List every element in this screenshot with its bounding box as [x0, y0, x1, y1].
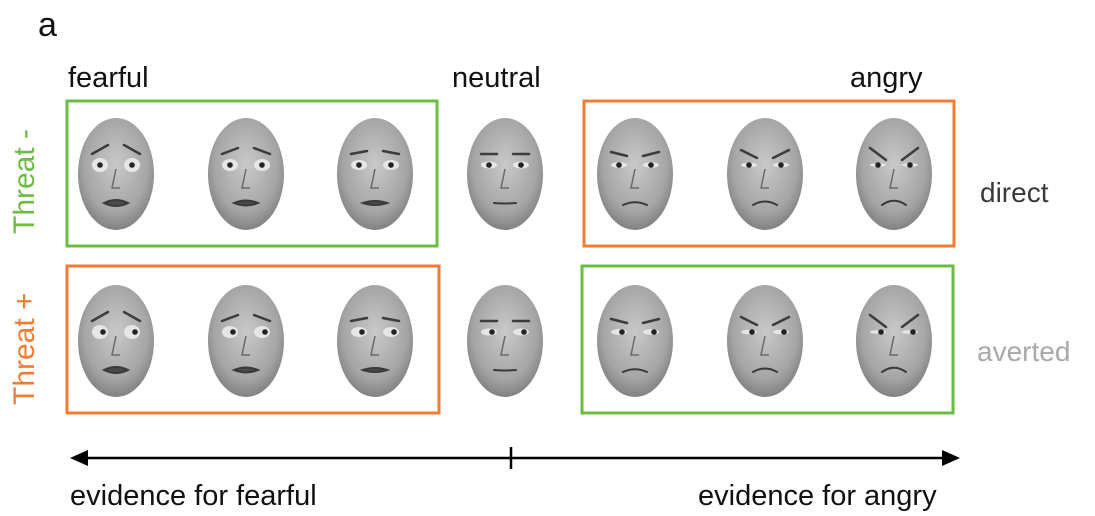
face-averted-fearful-medium: [208, 285, 284, 397]
face-direct-angry-medium: [727, 118, 803, 230]
evidence-axis-arrow-left: [70, 450, 88, 466]
face-direct-angry-weak: [597, 118, 673, 230]
box-direct-fearful: [65, 99, 439, 248]
axis-label-evidence-fearful: evidence for fearful: [70, 480, 317, 512]
box-averted-fearful: [65, 264, 441, 415]
column-label-fearful: fearful: [68, 62, 149, 94]
row-label-direct: direct: [980, 177, 1049, 208]
face-direct-fearful-strong: [78, 118, 154, 230]
column-label-neutral: neutral: [452, 62, 541, 94]
face-averted-fearful-strong: [78, 285, 154, 397]
face-averted-angry-weak: [597, 285, 673, 397]
face-averted-neutral: [467, 285, 543, 397]
box-direct-angry: [582, 99, 956, 248]
face-averted-angry-medium: [727, 285, 803, 397]
box-averted-angry: [580, 264, 955, 415]
axis-label-evidence-angry: evidence for angry: [698, 480, 937, 512]
face-direct-angry-strong: [856, 118, 932, 230]
faces-layer: [78, 118, 932, 397]
panel-letter: a: [38, 6, 57, 44]
evidence-axis-arrow-right: [942, 450, 960, 466]
face-direct-fearful-medium: [208, 118, 284, 230]
face-direct-fearful-weak: [337, 118, 413, 230]
face-averted-fearful-weak: [337, 285, 413, 397]
face-averted-angry-strong: [856, 285, 932, 397]
row-label-averted: averted: [977, 336, 1071, 367]
face-direct-neutral: [467, 118, 543, 230]
column-label-angry: angry: [850, 62, 923, 94]
